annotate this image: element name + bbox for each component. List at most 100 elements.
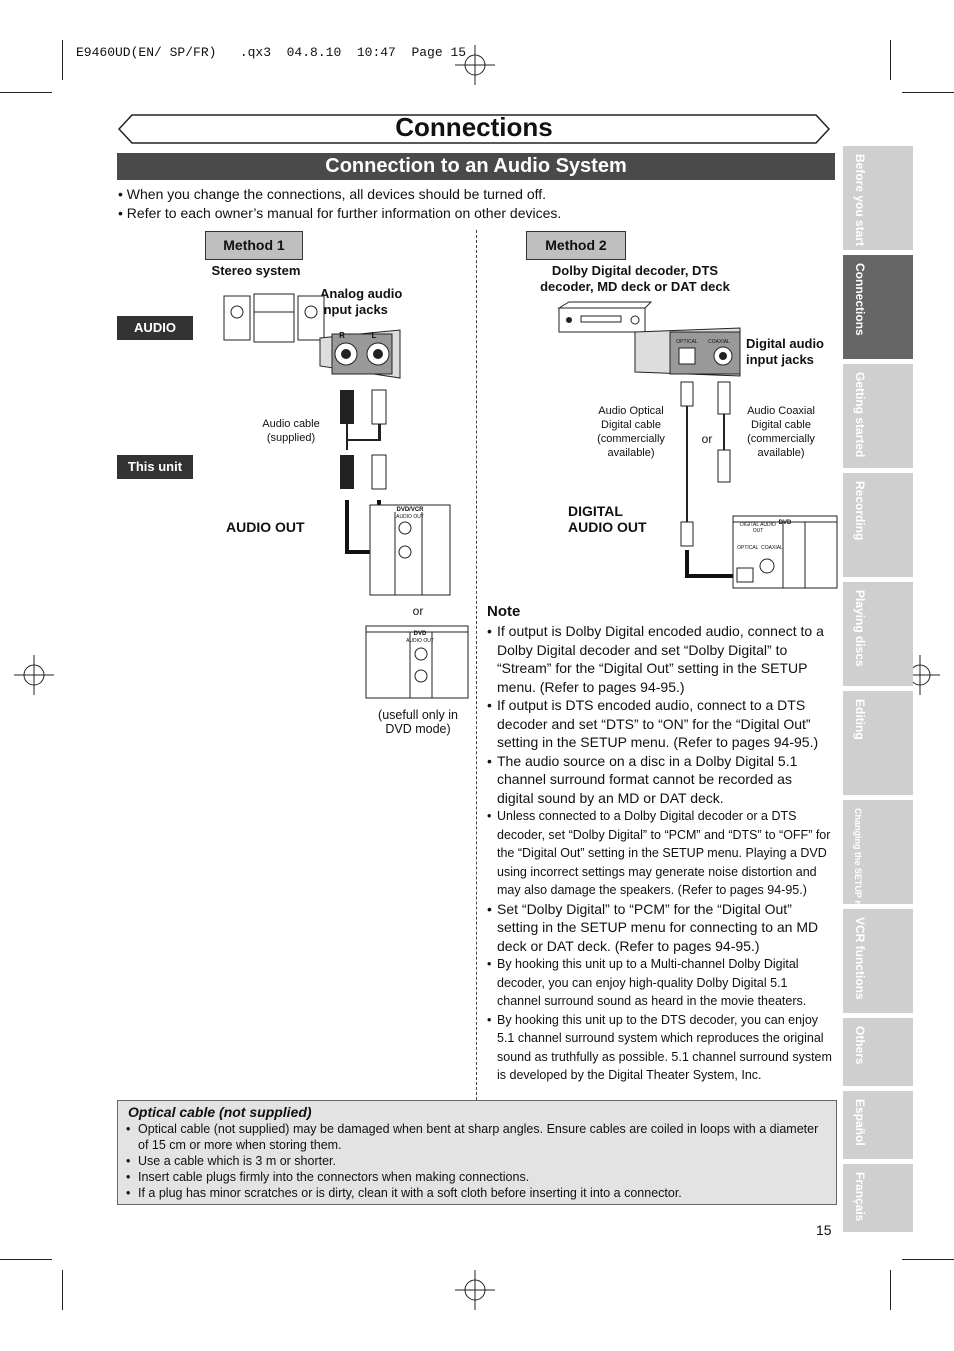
method1-diagram bbox=[223, 293, 469, 699]
page-number: 15 bbox=[816, 1222, 832, 1238]
optical-item: If a plug has minor scratches or is dirt… bbox=[126, 1185, 826, 1201]
method2-diagram bbox=[557, 301, 838, 589]
rca-plug-icon bbox=[340, 390, 354, 424]
decoder-icon bbox=[557, 301, 653, 333]
tab-recording[interactable]: Recording bbox=[843, 473, 913, 577]
audio-cable-label: Audio cable (supplied) bbox=[262, 418, 320, 444]
stereo-system-label: Stereo system bbox=[211, 263, 301, 278]
tab-francais[interactable]: Français bbox=[843, 1164, 913, 1232]
rca-plug-icon bbox=[340, 455, 354, 489]
jack-r-label: R bbox=[339, 331, 345, 340]
dvd-panel-label: DVD bbox=[413, 631, 427, 637]
coaxial-cable-label: Audio Coaxial Digital cable (commerciall… bbox=[747, 405, 815, 459]
optical-plug-icon bbox=[680, 381, 694, 407]
note-item: Unless connected to a Dolby Digital deco… bbox=[487, 807, 832, 900]
page-title: Connections bbox=[395, 112, 553, 142]
tab-editing[interactable]: Editing bbox=[843, 691, 913, 795]
crop-mark bbox=[0, 1259, 52, 1260]
this-unit-tag: This unit bbox=[117, 455, 193, 479]
intro-bullet: • Refer to each owner’s manual for furth… bbox=[118, 205, 562, 221]
or-label-2: or bbox=[701, 432, 713, 446]
coaxial-plug-icon bbox=[717, 381, 731, 415]
optical-plug-icon bbox=[680, 521, 694, 547]
crop-mark bbox=[890, 40, 891, 80]
optical-cable-label: Audio Optical Digital cable (commerciall… bbox=[597, 405, 665, 459]
tab-espanol[interactable]: Español bbox=[843, 1091, 913, 1159]
rca-plug-icon bbox=[371, 454, 387, 490]
dvd-panel-ports: OPTICAL COAXIAL bbox=[737, 545, 783, 551]
crop-mark bbox=[62, 40, 63, 80]
tab-label: Recording bbox=[853, 481, 867, 541]
tab-label: Before you start bbox=[853, 154, 867, 247]
column-divider bbox=[476, 230, 477, 1100]
digital-audio-out-label: DIGITAL AUDIO OUT bbox=[568, 503, 647, 535]
analog-jacks-label: Analog audio input jacks bbox=[320, 286, 403, 317]
rca-plug-icon bbox=[371, 389, 387, 425]
print-header: E9460UD(EN/ SP/FR) .qx3 04.8.10 10:47 Pa… bbox=[76, 45, 467, 60]
optical-cable-box: Optical cable (not supplied) Optical cab… bbox=[117, 1100, 837, 1205]
coaxial-plug-icon bbox=[717, 449, 731, 483]
audio-tag: AUDIO bbox=[117, 316, 193, 340]
tab-changing-setup[interactable]: Changing the SETUP menu bbox=[843, 800, 913, 924]
intro-bullet: • When you change the connections, all d… bbox=[118, 186, 547, 202]
title-banner bbox=[118, 114, 830, 144]
stereo-system-icon bbox=[223, 293, 325, 343]
optical-box-title: Optical cable (not supplied) bbox=[128, 1104, 312, 1120]
tab-label: Changing the SETUP menu bbox=[853, 808, 863, 925]
dvd-audio-r-icon bbox=[414, 669, 428, 683]
dvd-optical-out-icon bbox=[736, 567, 754, 583]
optical-item: Use a cable which is 3 m or shorter. bbox=[126, 1153, 826, 1169]
crop-mark bbox=[0, 92, 52, 93]
note-item: By hooking this unit up to the DTS decod… bbox=[487, 1011, 832, 1085]
or-label: or bbox=[412, 604, 424, 618]
dvd-audio-l-icon bbox=[414, 647, 428, 661]
tab-label: Español bbox=[853, 1099, 867, 1146]
dvd-panel-sub: AUDIO OUT bbox=[406, 638, 434, 644]
optical-port-label: OPTICAL bbox=[676, 339, 698, 345]
dvd-panel-label-2: DVD bbox=[778, 520, 792, 526]
audio-out-label: AUDIO OUT bbox=[226, 519, 305, 535]
dvd-mode-note: (usefull only in DVD mode) bbox=[378, 708, 458, 736]
tab-getting-started[interactable]: Getting started bbox=[843, 364, 913, 468]
note-item: If output is Dolby Digital encoded audio… bbox=[487, 622, 832, 696]
tab-connections[interactable]: Connections bbox=[843, 255, 913, 359]
dvd-coaxial-out-icon bbox=[759, 558, 775, 574]
section-title: Connection to an Audio System bbox=[117, 153, 835, 180]
registration-mark bbox=[455, 1270, 495, 1310]
note-item: If output is DTS encoded audio, connect … bbox=[487, 696, 832, 752]
tab-label: Français bbox=[853, 1172, 867, 1222]
notes-list: If output is Dolby Digital encoded audio… bbox=[487, 622, 832, 1085]
tab-label: Connections bbox=[853, 263, 867, 336]
note-item: Set “Dolby Digital” to “PCM” for the “Di… bbox=[487, 900, 832, 956]
note-item: The audio source on a disc in a Dolby Di… bbox=[487, 752, 832, 808]
optical-item: Optical cable (not supplied) may be dama… bbox=[126, 1121, 826, 1153]
decoder-label: Dolby Digital decoder, DTS decoder, MD d… bbox=[540, 263, 730, 294]
audio-out-l-icon bbox=[398, 521, 412, 535]
coaxial-port-label: COAXIAL bbox=[708, 339, 730, 345]
tab-label: Playing discs bbox=[853, 590, 867, 667]
note-title: Note bbox=[487, 603, 521, 620]
registration-mark bbox=[14, 655, 54, 695]
crop-mark bbox=[902, 1259, 954, 1260]
crop-mark bbox=[890, 1270, 891, 1310]
optical-jack-icon bbox=[678, 347, 696, 365]
tab-vcr-functions[interactable]: VCR functions bbox=[843, 909, 913, 1013]
crop-mark bbox=[62, 1270, 63, 1310]
crop-mark bbox=[902, 92, 954, 93]
optical-list: Optical cable (not supplied) may be dama… bbox=[126, 1121, 826, 1201]
unit-panel-sub: AUDIO OUT bbox=[396, 514, 424, 520]
dvd-panel-sub-2: DIGITAL AUDIO OUT bbox=[740, 522, 776, 534]
tab-label: Editing bbox=[853, 699, 867, 740]
note-item: By hooking this unit up to a Multi-chann… bbox=[487, 955, 832, 1011]
method2-label: Method 2 bbox=[526, 231, 626, 260]
optical-item: Insert cable plugs firmly into the conne… bbox=[126, 1169, 826, 1185]
tab-before-you-start[interactable]: Before you start bbox=[843, 146, 913, 250]
digital-jacks-label: Digital audio input jacks bbox=[746, 336, 824, 367]
registration-mark bbox=[455, 45, 495, 85]
jack-l-label: L bbox=[371, 331, 377, 340]
tab-label: Others bbox=[853, 1026, 867, 1065]
unit-panel-label: DVD/VCR bbox=[396, 507, 424, 513]
tab-playing-discs[interactable]: Playing discs bbox=[843, 582, 913, 686]
tab-label: VCR functions bbox=[853, 917, 867, 1000]
tab-others[interactable]: Others bbox=[843, 1018, 913, 1086]
